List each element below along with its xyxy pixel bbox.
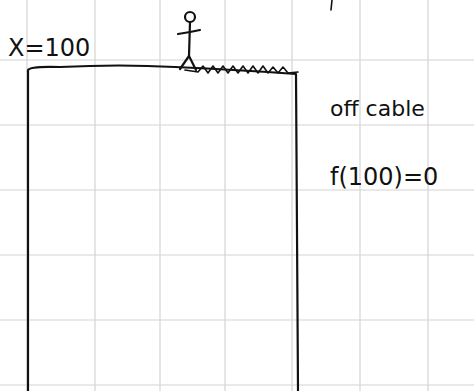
cliff-outline: [28, 66, 298, 391]
stick-figure: [178, 12, 200, 70]
position-label: X=100: [8, 36, 90, 60]
equation-text: f(100)=0: [330, 165, 438, 189]
note-text: off cable: [330, 98, 425, 120]
stray-mark: [331, 0, 332, 10]
cable-squiggle: [185, 66, 298, 73]
